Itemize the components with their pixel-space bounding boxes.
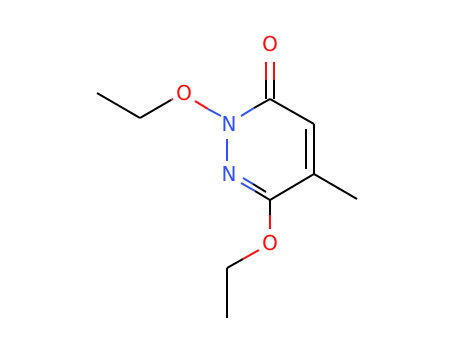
bond-c4-c3 bbox=[269, 173, 315, 201]
atom-label-o-keto: O bbox=[262, 32, 278, 56]
bond-o-n1-red bbox=[194, 100, 209, 110]
atom-label-n1: N bbox=[222, 112, 237, 136]
bond-c4-methyl bbox=[313, 173, 358, 200]
bond-ethyl-top-ch3-ch2 bbox=[96, 92, 141, 119]
bond-n1-c6-black bbox=[253, 98, 271, 109]
bond-c3-n2-outer-black bbox=[254, 190, 271, 201]
atom-label-n2: N bbox=[222, 162, 237, 186]
bond-o-n1-blue bbox=[207, 108, 222, 117]
bond-ethyl-top-ch2-o bbox=[139, 99, 172, 119]
bond-c3-n2-inner-black bbox=[252, 183, 267, 193]
bond-c3-n2-outer-blue bbox=[240, 182, 256, 192]
bond-o-ch2-bottom-black bbox=[226, 258, 244, 269]
bond-c3-n2-inner-blue bbox=[242, 177, 254, 185]
atom-label-o-ether-top: O bbox=[176, 81, 192, 105]
bond-ethyl-top-ch2-o-red bbox=[170, 98, 174, 101]
bond-n1-c6-blue bbox=[240, 107, 255, 117]
bond-c6-c5 bbox=[269, 98, 315, 125]
atom-label-o-ether-bottom: O bbox=[262, 231, 278, 255]
bond-o-ch2-bottom-red bbox=[242, 249, 260, 260]
